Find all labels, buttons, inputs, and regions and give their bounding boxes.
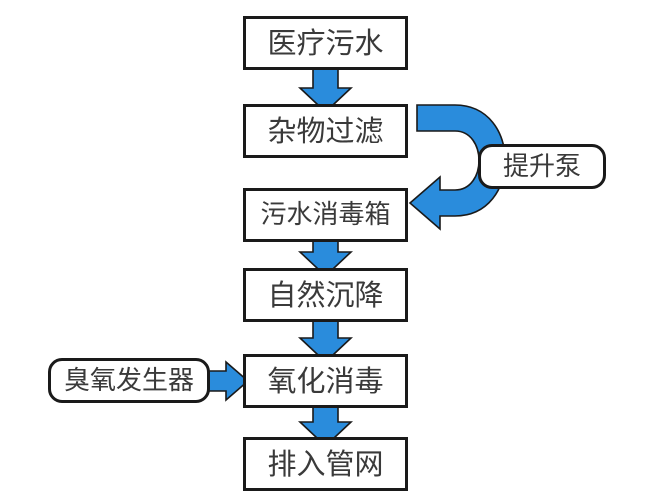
node-oxidation-disinfection[interactable]: 氧化消毒: [243, 354, 408, 408]
node-ozone-generator[interactable]: 臭氧发生器: [48, 358, 210, 403]
node-debris-filtration[interactable]: 杂物过滤: [243, 104, 408, 158]
node-medical-wastewater[interactable]: 医疗污水: [243, 16, 408, 70]
node-label: 排入管网: [267, 446, 384, 481]
node-label: 医疗污水: [267, 25, 384, 60]
arrow-right-ozone: [205, 360, 250, 402]
node-label: 自然沉降: [267, 277, 384, 312]
node-wastewater-disinfection-tank[interactable]: 污水消毒箱: [243, 188, 408, 242]
node-natural-sedimentation[interactable]: 自然沉降: [243, 268, 408, 322]
node-discharge-to-pipe-network[interactable]: 排入管网: [243, 437, 408, 491]
node-label: 提升泵: [502, 151, 581, 182]
node-label: 污水消毒箱: [260, 200, 391, 230]
node-label: 氧化消毒: [267, 363, 384, 398]
node-lift-pump[interactable]: 提升泵: [478, 144, 606, 189]
node-label: 臭氧发生器: [63, 365, 194, 396]
node-label: 杂物过滤: [267, 113, 384, 148]
